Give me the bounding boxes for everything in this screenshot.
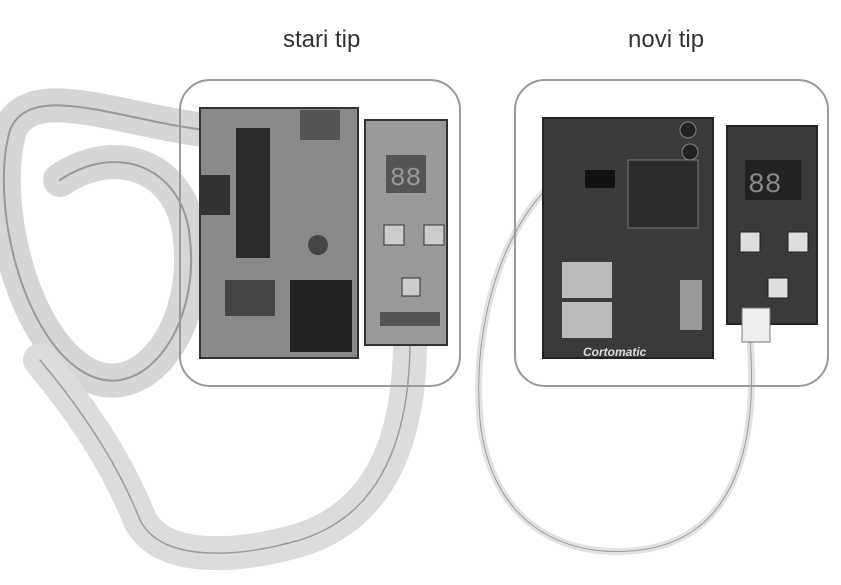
old-type-frame xyxy=(179,79,461,387)
new-type-label: novi tip xyxy=(628,26,705,53)
new-type-frame xyxy=(514,79,829,387)
svg-text:Cortomatic: Cortomatic xyxy=(583,345,647,359)
ribbon-cable xyxy=(0,88,427,571)
old-display-board: 88 xyxy=(364,119,448,346)
new-main-board: Cortomatic xyxy=(542,117,714,359)
old-main-board xyxy=(199,107,359,359)
old-type-label: stari tip xyxy=(283,26,361,53)
svg-text:88: 88 xyxy=(390,163,421,193)
new-display-board: 88 xyxy=(726,125,818,343)
svg-text:88: 88 xyxy=(748,170,782,201)
